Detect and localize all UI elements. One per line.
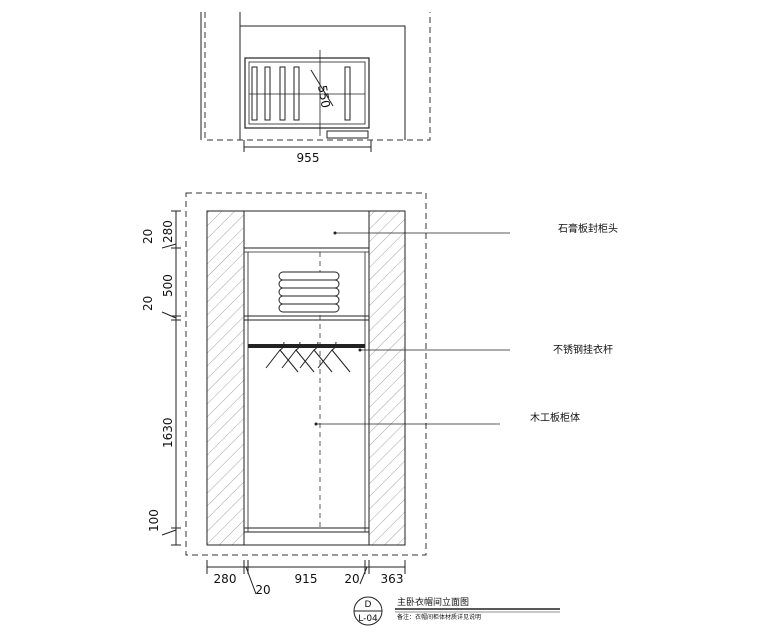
plan-hangers <box>251 66 351 121</box>
plan-width-label: 955 <box>297 151 320 165</box>
left-wall-hatch <box>206 210 245 546</box>
dim-left-1: 20 <box>141 229 155 244</box>
dim-left-4: 500 <box>161 274 175 297</box>
callout-dot-2 <box>358 348 362 352</box>
dim-left-2: 280 <box>161 220 175 243</box>
callout-label-3: 木工板柜体 <box>530 411 580 424</box>
dim-bottom-5: 363 <box>381 572 404 586</box>
hanging-rod <box>248 344 365 348</box>
drawing-title: 主卧衣帽间立面图 <box>397 596 469 608</box>
section-symbol-top: D <box>365 600 372 610</box>
plan-diag-dim-label: 550 <box>315 84 333 109</box>
bottom-dimension-lines <box>206 560 406 595</box>
dim-bottom-3: 915 <box>295 572 318 586</box>
folded-clothes-icon <box>278 271 340 313</box>
dim-left-6: 100 <box>147 509 161 532</box>
elevation-outline-dashed <box>185 192 427 556</box>
dim-bottom-2: 20 <box>255 583 270 597</box>
right-wall-hatch <box>368 210 406 546</box>
plan-diag-dim-line <box>310 69 334 107</box>
section-symbol-bottom: L-04 <box>358 614 378 624</box>
callout-dot-1 <box>333 231 337 235</box>
dim-left-3: 20 <box>141 296 155 311</box>
callout-label-1: 石膏板封柜头 <box>558 222 618 235</box>
dim-bottom-1: 280 <box>214 572 237 586</box>
clothes-hanger-icons <box>265 341 351 373</box>
callout-label-2: 不锈钢挂衣杆 <box>553 343 613 356</box>
drawing-subtitle: 备注：衣帽间柜体材质详见说明 <box>397 613 481 621</box>
dim-left-5: 1630 <box>161 417 175 448</box>
callout-dot-3 <box>314 422 318 426</box>
dim-bottom-4: 20 <box>344 572 359 586</box>
plan-small-drawer <box>326 130 369 139</box>
plan-cabinet <box>244 57 370 129</box>
plan-view: 550 955 <box>200 12 431 165</box>
title-block: D L-04 主卧衣帽间立面图 备注：衣帽间柜体材质详见说明 <box>353 596 560 626</box>
cabinet-body <box>243 247 370 533</box>
callout-leaders <box>316 232 510 425</box>
left-dimension-lines <box>161 210 181 546</box>
plan-wall <box>200 12 406 140</box>
plan-cabinet-inner <box>248 61 366 125</box>
elevation-view: 石膏板封柜头 不锈钢挂衣杆 木工板柜体 20 280 20 500 1630 1… <box>141 192 618 597</box>
plan-outline-dashed <box>204 12 431 141</box>
plan-width-dimension <box>243 140 372 152</box>
